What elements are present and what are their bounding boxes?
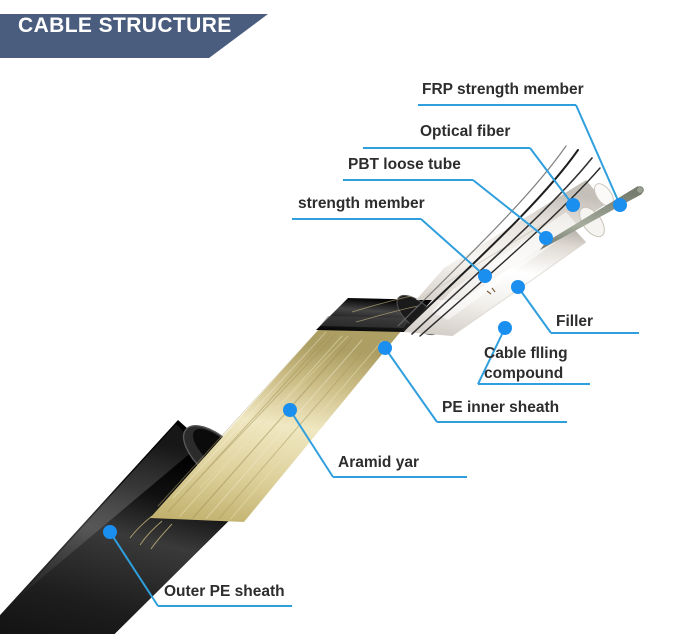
callout-leader-aramid-yarn xyxy=(289,409,334,478)
callout-leader-cable-filling-compound xyxy=(477,327,506,385)
page-title: CABLE STRUCTURE xyxy=(18,14,232,37)
callout-dot-cable-filling-compound[interactable] xyxy=(498,321,512,335)
callout-dot-filler[interactable] xyxy=(511,280,525,294)
callout-label-frp-strength-member: FRP strength member xyxy=(422,81,584,98)
callout-label-outer-pe-sheath: Outer PE sheath xyxy=(164,583,285,600)
callout-dot-pe-inner-sheath[interactable] xyxy=(378,341,392,355)
callout-leader-outer-pe-sheath xyxy=(109,531,159,607)
callout-label-pbt-loose-tube: PBT loose tube xyxy=(348,156,461,173)
optical-fiber-strands xyxy=(397,145,601,337)
callout-label-cable-filling-compound: Cable flling compound xyxy=(484,345,568,382)
callout-dot-frp-strength-member[interactable] xyxy=(613,198,627,212)
callout-leader-strength-member xyxy=(420,218,486,277)
callout-leader-frp-strength-member xyxy=(575,104,621,206)
callout-leader-filler xyxy=(517,286,552,334)
callout-leader-pbt-loose-tube xyxy=(472,179,547,239)
pe-inner-sheath-body xyxy=(316,294,440,336)
callout-label-pe-inner-sheath: PE inner sheath xyxy=(442,399,560,416)
callout-leader-optical-fiber xyxy=(529,147,574,206)
callout-label-strength-member: strength member xyxy=(298,195,425,212)
callout-label-aramid-yarn: Aramid yar xyxy=(338,454,419,471)
callout-dot-pbt-loose-tube[interactable] xyxy=(539,231,553,245)
callout-dot-optical-fiber[interactable] xyxy=(566,198,580,212)
callout-label-optical-fiber: Optical fiber xyxy=(420,123,511,140)
callout-leader-pe-inner-sheath xyxy=(384,347,438,423)
callout-dot-strength-member[interactable] xyxy=(478,269,492,283)
callout-label-filler: Filler xyxy=(556,313,594,330)
aramid-yarn-bundle xyxy=(129,328,402,550)
callout-dot-outer-pe-sheath[interactable] xyxy=(103,525,117,539)
callout-dot-aramid-yarn[interactable] xyxy=(283,403,297,417)
